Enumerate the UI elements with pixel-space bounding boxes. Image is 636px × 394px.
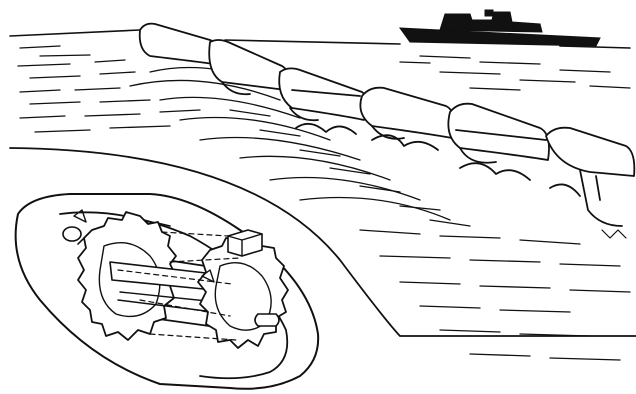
guide-block [228,230,262,256]
shaft-peg-right [255,314,279,326]
cutaway-detail-inset [16,194,319,389]
converter-segment [360,88,454,138]
converter-segment [140,24,221,64]
converter-segment [448,104,549,160]
wave-energy-converter-chain [140,24,635,238]
ship [400,10,600,46]
converter-segment [546,128,634,176]
converter-segment [209,40,288,90]
